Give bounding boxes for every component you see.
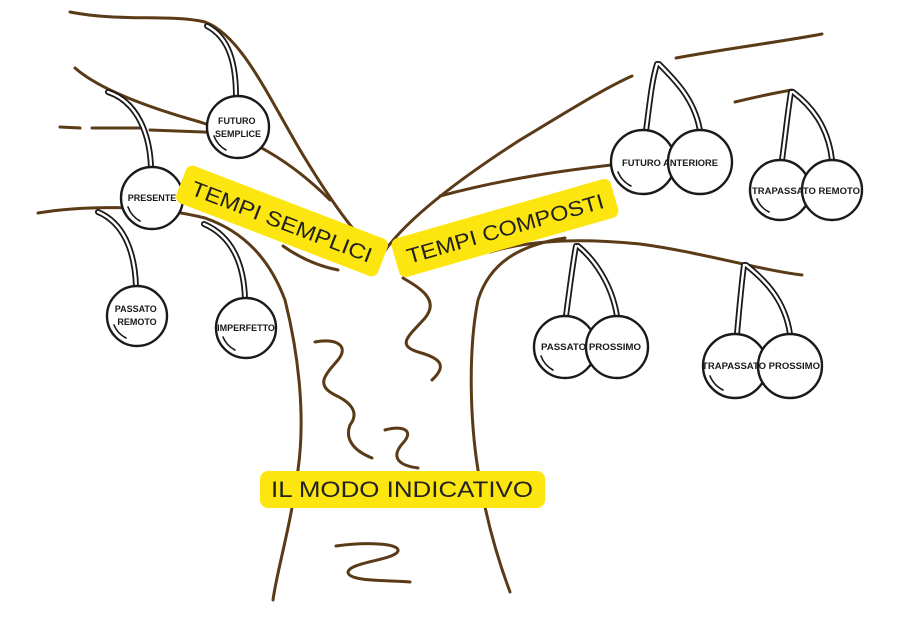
group-label-compound: TEMPI COMPOSTI (391, 179, 619, 277)
branch-top-right (378, 74, 634, 260)
tense-label: TRAPASSATO PROSSIMO (702, 361, 820, 371)
cherry-icon (105, 284, 169, 348)
tense-label: IMPERFETTO (217, 323, 275, 333)
branch-remote-right (733, 88, 794, 104)
diagram-title: IL MODO INDICATIVO (260, 471, 545, 508)
branch-top-right-tip (674, 32, 824, 60)
cherry-shine (213, 135, 227, 151)
cherry-icon-right (800, 158, 864, 222)
cherry-trapassato-remoto: TRAPASSATO REMOTO (748, 158, 864, 222)
tense-label: FUTURO SEMPLICE (215, 116, 261, 139)
tense-label: FUTURO ANTERIORE (622, 158, 718, 168)
stem-outline (659, 64, 700, 131)
stem-fill (791, 90, 834, 162)
stem-fill (744, 263, 792, 336)
cherry-shine (127, 206, 141, 222)
trunk-wiggle-small (383, 426, 420, 470)
cherry-trapassato-prossimo: TRAPASSATO PROSSIMO (701, 332, 824, 400)
group-label-simple: TEMPI SEMPLICI (176, 165, 388, 277)
cherry-icon (214, 296, 278, 360)
cherry-shine (617, 171, 632, 187)
cherry-icon-right (584, 314, 650, 380)
trunk-wiggle-bottom (334, 542, 412, 584)
cherry-shine (113, 324, 127, 339)
tense-label: PRESENTE (128, 193, 177, 203)
tense-label: PASSATO PROSSIMO (541, 342, 641, 352)
cherry-imperfetto: IMPERFETTO (214, 296, 278, 360)
cherry-presente: PRESENTE (119, 165, 185, 231)
label-highlight (176, 165, 388, 277)
cherry-icon-right (666, 128, 734, 196)
cherry-shine (222, 336, 236, 351)
stem-fill (576, 244, 619, 318)
tense-label: TRAPASSATO REMOTO (752, 186, 860, 196)
tense-label: PASSATO REMOTO (115, 304, 160, 327)
trunk-left-line (36, 206, 303, 602)
title-text: IL MODO INDICATIVO (271, 477, 533, 502)
branch-under-simple-label (281, 244, 340, 272)
branch-top-left (68, 10, 382, 260)
cherry-passato-remoto: PASSATO REMOTO (105, 284, 169, 348)
stem-fill (564, 244, 578, 318)
stem-fill (205, 24, 238, 99)
title-highlight (260, 471, 545, 508)
cherry-futuro-semplice: FUTURO SEMPLICE (205, 94, 271, 160)
cherry-shine (709, 375, 724, 391)
cherry-futuro-anteriore: FUTURO ANTERIORE (609, 128, 734, 196)
label-highlight (391, 179, 619, 277)
stem-outline (793, 92, 832, 160)
branch-lower-right (488, 239, 804, 277)
stem-outline (746, 265, 790, 334)
cherry-shine (540, 355, 554, 371)
trunk-wiggle-left (313, 339, 374, 460)
cherry-icon-right (756, 332, 824, 400)
branch-upper-left (73, 66, 332, 202)
cherry-icon (205, 94, 271, 160)
trunk-wiggle-center (401, 276, 442, 382)
stem-outline (578, 246, 617, 316)
trunk-right-line (469, 236, 567, 594)
cherry-passato-prossimo: PASSATO PROSSIMO (532, 314, 650, 380)
cherry-shine (756, 198, 770, 213)
